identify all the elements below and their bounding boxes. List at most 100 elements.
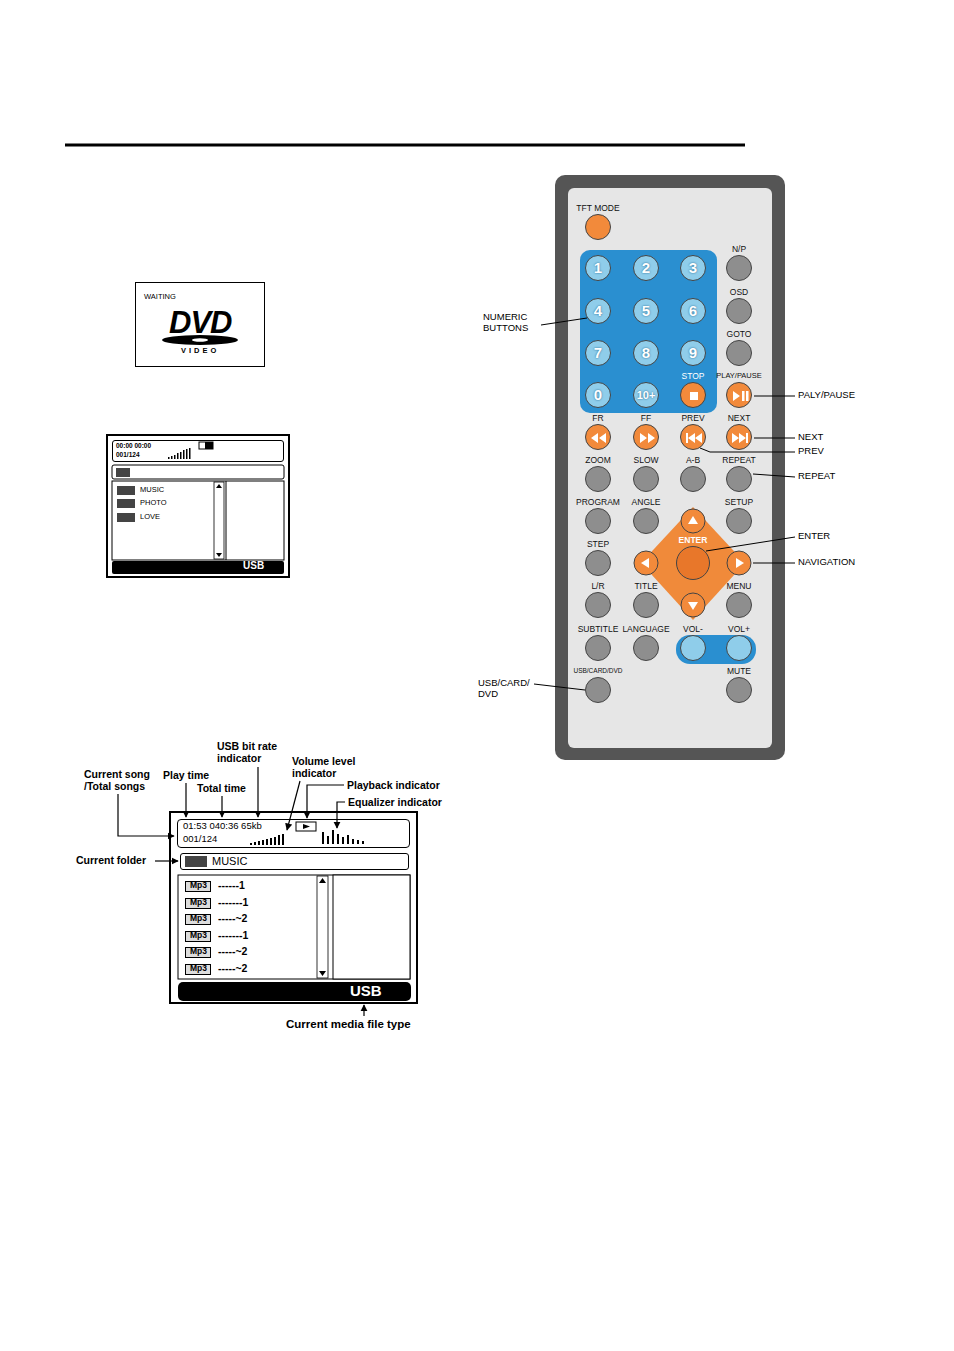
callout-label: ENTER xyxy=(798,531,830,542)
button-face xyxy=(726,677,752,703)
annotation-label: Play time xyxy=(163,769,209,781)
button-icon-glyph xyxy=(686,433,702,443)
button-icon-glyph xyxy=(732,433,748,443)
remote-button: GOTO xyxy=(705,328,773,366)
button-number: 10+ xyxy=(634,383,658,407)
button-icon-glyph xyxy=(591,433,606,443)
button-icon xyxy=(586,425,610,449)
remote-button: VOL+ xyxy=(705,623,773,661)
button-label: A-B xyxy=(659,454,727,466)
button-label: ENTER xyxy=(659,534,727,546)
button-face: 10+ xyxy=(633,382,659,408)
button-number: 3 xyxy=(681,256,705,280)
remote-button: STEP xyxy=(564,538,632,576)
button-face xyxy=(726,340,752,366)
button-face: 5 xyxy=(633,298,659,324)
button-label: PREV xyxy=(659,412,727,424)
header-rule xyxy=(65,144,745,147)
screen-box: 01:53 040:36 65kb001/124 xyxy=(177,819,410,848)
callout-label: USB/CARD/ DVD xyxy=(478,678,534,700)
list-entry: -----~2 xyxy=(218,912,247,924)
remote-button: MENU xyxy=(705,580,773,618)
list-entry: ------1 xyxy=(218,879,245,891)
button-label: VOL+ xyxy=(705,623,773,635)
screen-text: DVD xyxy=(169,305,231,341)
remote-button: VOL- xyxy=(659,623,727,661)
remote-button: TITLE xyxy=(612,580,680,618)
button-face xyxy=(726,635,752,661)
button-icon xyxy=(681,383,705,407)
screen-text: USB xyxy=(243,560,264,572)
button-number: 7 xyxy=(586,341,610,365)
callout-label: REPEAT xyxy=(798,471,835,482)
remote-button: 2 xyxy=(612,243,680,281)
button-icon xyxy=(727,425,751,449)
list-entry: -------1 xyxy=(218,929,248,941)
callout-lines xyxy=(534,318,795,690)
button-face xyxy=(633,592,659,618)
button-number: 0 xyxy=(586,383,610,407)
button-label: STEP xyxy=(564,538,632,550)
screen-box: WAITINGDVDVIDEO xyxy=(135,282,265,367)
screen-box: USB xyxy=(112,561,284,574)
button-face: 8 xyxy=(633,340,659,366)
screen-text: 00:00 00:00 xyxy=(116,442,151,449)
button-face: 2 xyxy=(633,255,659,281)
callout-label: PALY/PAUSE xyxy=(798,390,855,401)
screen-text: Mp3 xyxy=(190,964,207,974)
usb-screen-annotated xyxy=(170,812,417,1003)
remote-button: REPEAT xyxy=(705,454,773,492)
button-label: ZOOM xyxy=(564,454,632,466)
button-label: TFT MODE xyxy=(564,202,632,214)
list-entry: PHOTO xyxy=(140,499,167,508)
button-number: 2 xyxy=(634,256,658,280)
remote-button: L/R xyxy=(564,580,632,618)
screen-text: Mp3 xyxy=(190,947,207,957)
list-entry: MUSIC xyxy=(140,486,164,495)
button-face: 4 xyxy=(585,298,611,324)
list-entry: -------1 xyxy=(218,896,248,908)
remote-button: FR xyxy=(564,412,632,450)
remote-button: 9 xyxy=(659,328,727,366)
remote-button: 4 xyxy=(564,286,632,324)
annotation-label: Volume level indicator xyxy=(292,755,364,779)
screen-text: Mp3 xyxy=(190,881,207,891)
button-number: 8 xyxy=(634,341,658,365)
screen-text: USB xyxy=(350,982,382,999)
remote-button: ZOOM xyxy=(564,454,632,492)
button-face xyxy=(680,382,706,408)
annotation-label: Playback indicator xyxy=(347,779,440,791)
remote-button: 7 xyxy=(564,328,632,366)
callout-label: PREV xyxy=(798,446,824,457)
remote-button: 1 xyxy=(564,243,632,281)
button-face xyxy=(680,635,706,661)
button-label: SUBTITLE xyxy=(564,623,632,635)
remote-button: PLAY/PAUSE xyxy=(705,370,773,408)
button-face xyxy=(680,424,706,450)
screen-box: MUSIC xyxy=(180,853,409,870)
remote-button: SETUP xyxy=(705,496,773,534)
button-face xyxy=(680,466,706,492)
remote-button: 0 xyxy=(564,370,632,408)
remote-button: 5 xyxy=(612,286,680,324)
screen-box: Mp3 xyxy=(185,931,211,942)
button-number: 6 xyxy=(681,299,705,323)
button-icon-glyph xyxy=(640,433,655,443)
button-face xyxy=(726,424,752,450)
button-face: 9 xyxy=(680,340,706,366)
button-face xyxy=(726,255,752,281)
callout-label: NEXT xyxy=(798,432,823,443)
screen-box: 00:00 00:00001/124 xyxy=(112,440,284,462)
button-face xyxy=(726,298,752,324)
screen-text: WAITING xyxy=(144,293,176,302)
remote-button: SLOW xyxy=(612,454,680,492)
remote-button: SUBTITLE xyxy=(564,623,632,661)
remote-button: A-B xyxy=(659,454,727,492)
screen-text: Mp3 xyxy=(190,931,207,941)
button-face xyxy=(726,382,752,408)
button-label: MENU xyxy=(705,580,773,592)
annotation-label: Current song /Total songs xyxy=(84,768,158,792)
screen-box: USB xyxy=(178,982,411,1001)
button-icon-glyph xyxy=(690,392,698,400)
button-face xyxy=(585,635,611,661)
